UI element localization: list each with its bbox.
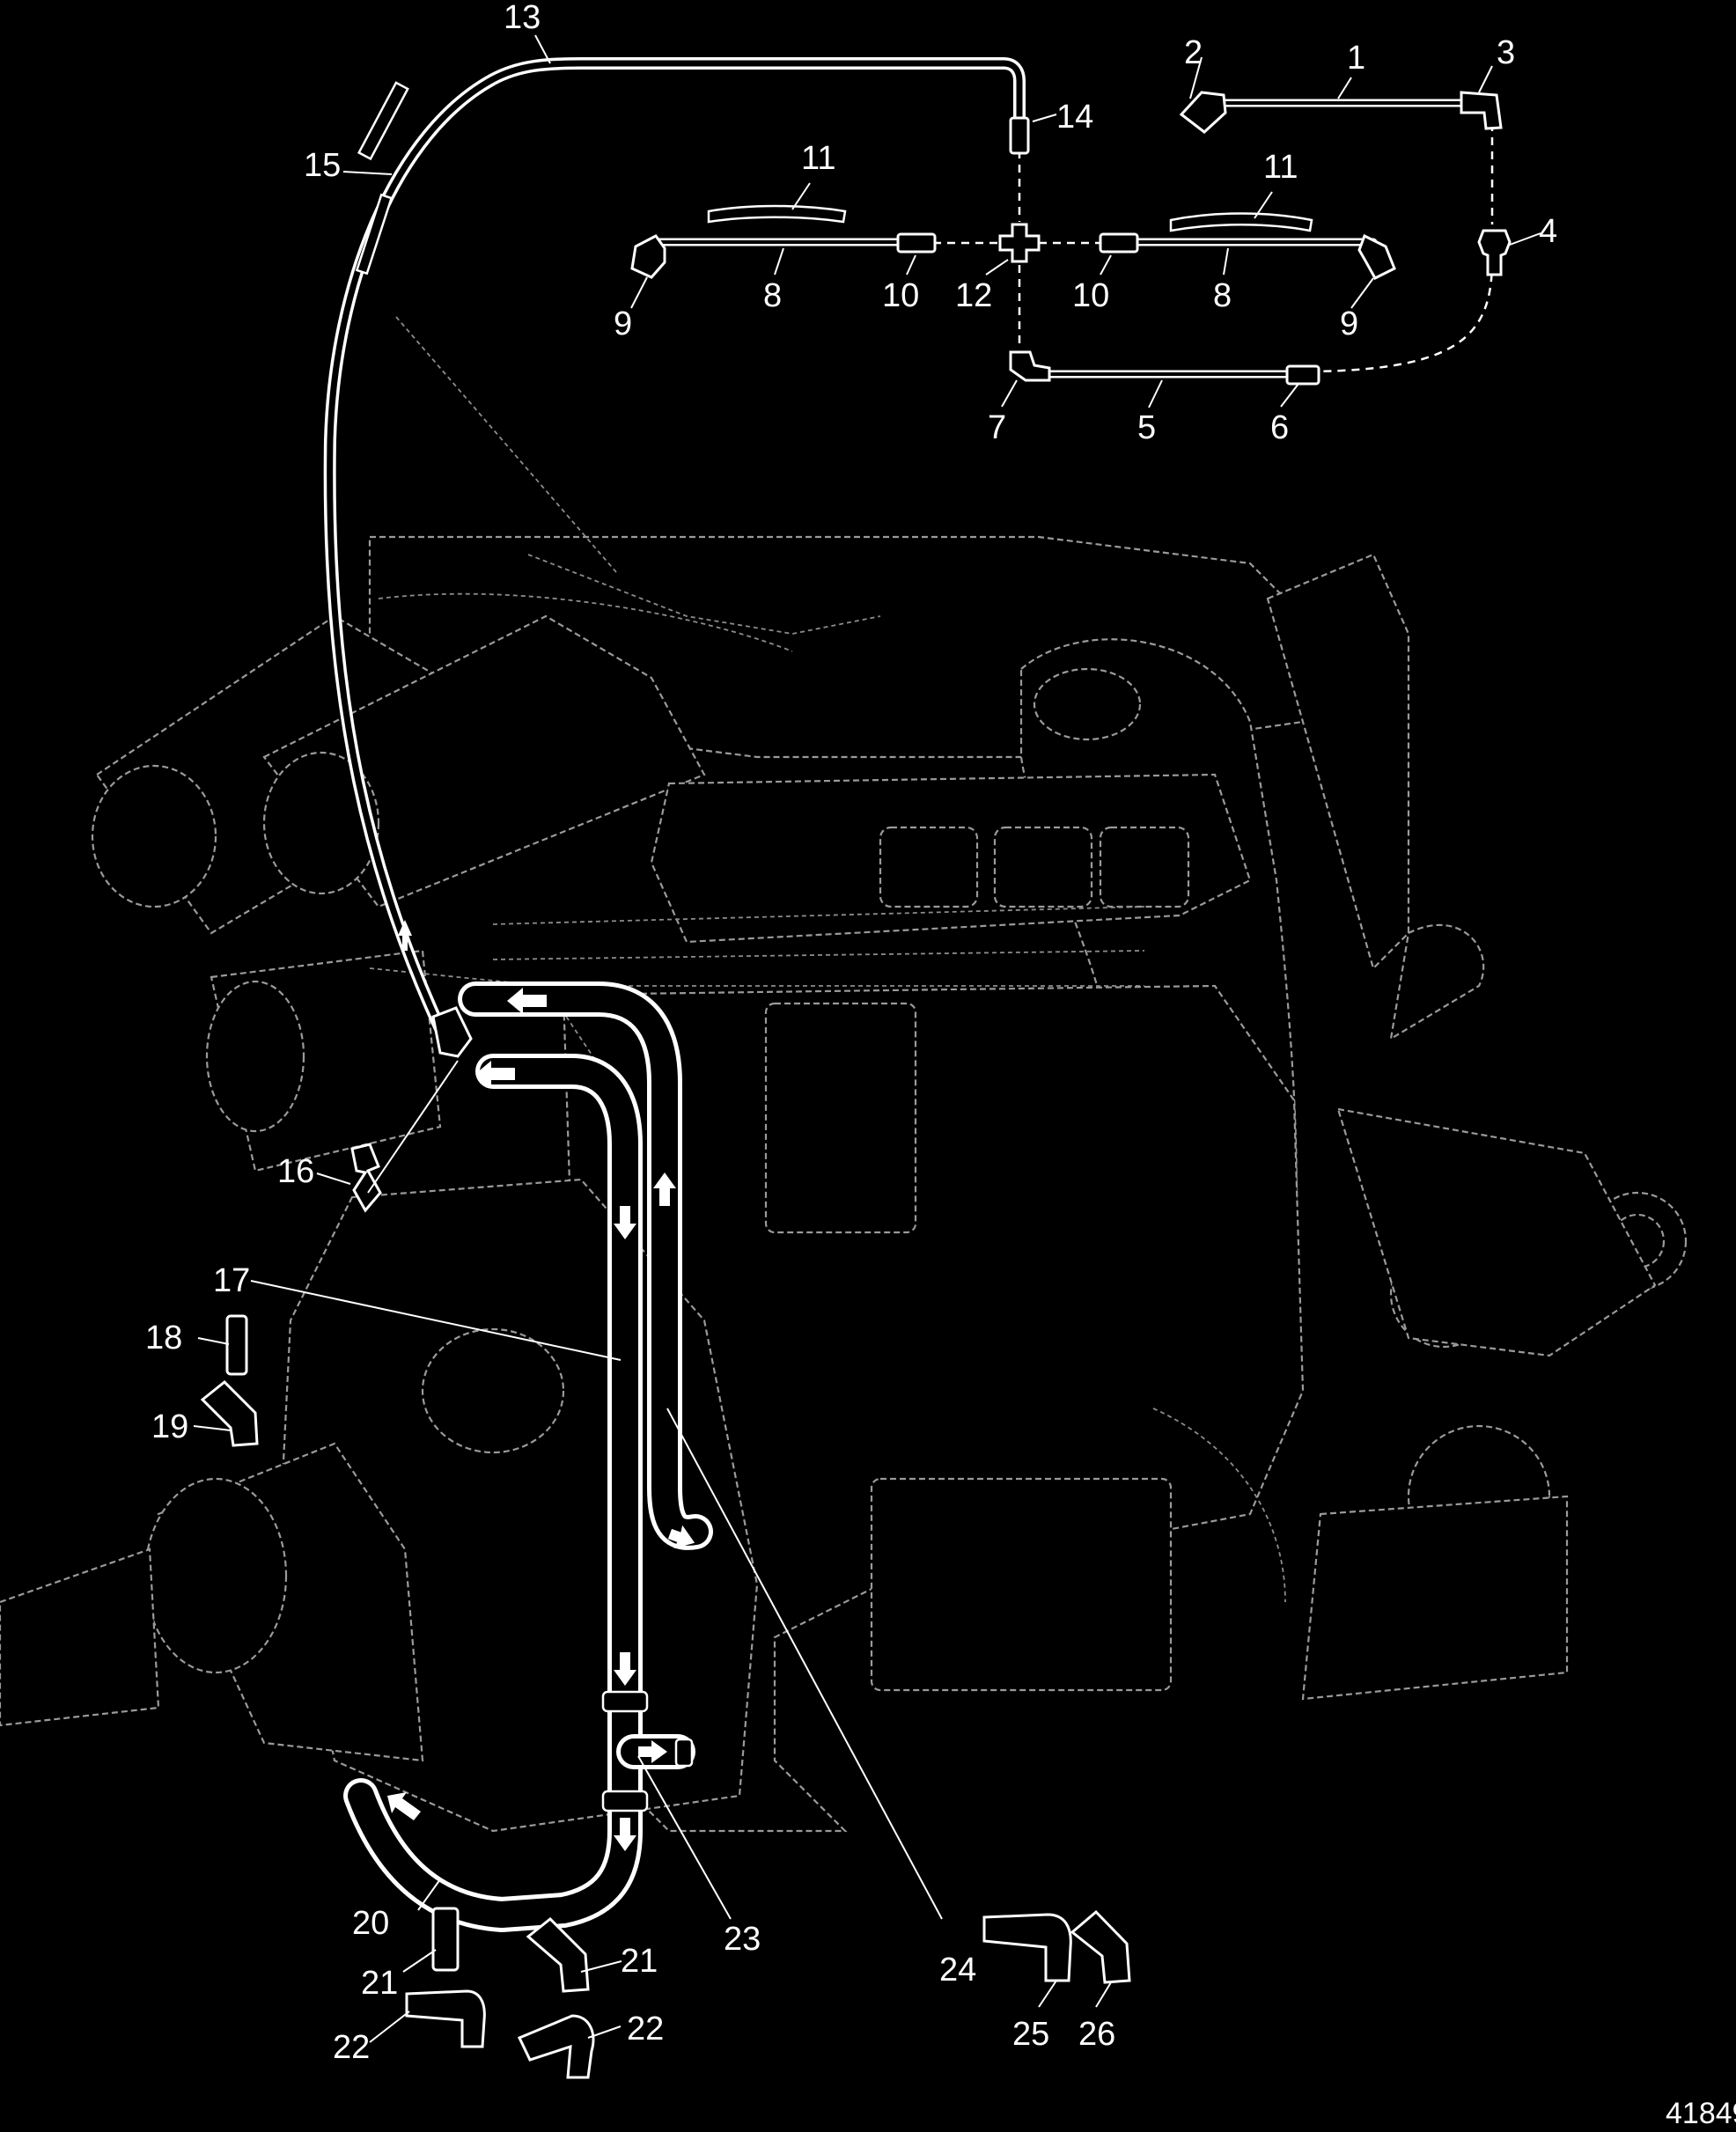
fitting-18 [225, 1314, 248, 1376]
sleeve-11-right [1169, 212, 1313, 232]
fitting-3 [1460, 91, 1503, 130]
callout-22a: 22 [333, 2029, 370, 2066]
fitting-10-left [896, 232, 937, 254]
callout-19: 19 [151, 1408, 188, 1445]
callout-26: 26 [1078, 2016, 1115, 2053]
callout-12: 12 [955, 277, 992, 314]
fitting-9-left [630, 234, 666, 279]
callout-5: 5 [1137, 409, 1156, 446]
callout-labels: 1 2 3 4 5 6 7 8 8 9 9 10 10 11 11 12 13 … [145, 0, 1557, 2066]
callout-2: 2 [1184, 34, 1203, 71]
callout-1: 1 [1347, 40, 1365, 77]
callout-18: 18 [145, 1320, 182, 1356]
callout-10b: 10 [1072, 277, 1109, 314]
fitting-21-b [526, 1916, 590, 1993]
callout-22b: 22 [627, 2011, 664, 2047]
callout-4: 4 [1539, 213, 1557, 250]
fitting-22-b [517, 2014, 595, 2079]
callout-7: 7 [988, 409, 1006, 446]
leader-lines [193, 34, 1541, 2043]
callout-20: 20 [352, 1905, 389, 1942]
tee-4 [1477, 229, 1512, 276]
loose-fittings [200, 1143, 1131, 2079]
engine-outline [0, 316, 1688, 1833]
fitting-19 [200, 1379, 259, 1447]
fitting-10-right [1099, 232, 1139, 254]
callout-21b: 21 [621, 1943, 658, 1980]
callout-25: 25 [1012, 2016, 1049, 2053]
callout-14: 14 [1056, 99, 1093, 136]
fitting-2 [1179, 91, 1227, 134]
callout-13: 13 [504, 0, 541, 36]
callout-8a: 8 [763, 277, 782, 314]
callout-10a: 10 [882, 277, 919, 314]
fitting-26 [1070, 1909, 1131, 1984]
sleeve-11-left [707, 204, 847, 224]
callout-9a: 9 [614, 305, 632, 342]
fitting-16 [350, 1143, 382, 1213]
main-hoses [323, 57, 1026, 1932]
callout-21a: 21 [361, 1965, 398, 2002]
fitting-7 [1009, 350, 1051, 382]
callout-9b: 9 [1340, 305, 1358, 342]
small-hose-assemblies [630, 91, 1512, 386]
callout-6: 6 [1270, 409, 1289, 446]
callout-24: 24 [939, 1952, 976, 1989]
cross-12 [998, 223, 1041, 263]
callout-16: 16 [277, 1153, 314, 1190]
callout-11a: 11 [801, 140, 835, 177]
callout-11b: 11 [1263, 149, 1298, 186]
fitting-22-a [405, 1989, 486, 2048]
fitting-21-a [431, 1907, 460, 1972]
callout-17: 17 [213, 1262, 250, 1299]
fitting-25 [982, 1913, 1072, 1982]
figure-id: 41849 [1666, 2097, 1736, 2130]
fitting-14 [1009, 116, 1030, 155]
callout-23: 23 [724, 1921, 761, 1958]
callout-15: 15 [304, 147, 341, 184]
callout-3: 3 [1497, 34, 1515, 71]
callout-8b: 8 [1213, 277, 1232, 314]
fitting-6 [1285, 364, 1320, 386]
fitting-9-right [1357, 233, 1396, 280]
